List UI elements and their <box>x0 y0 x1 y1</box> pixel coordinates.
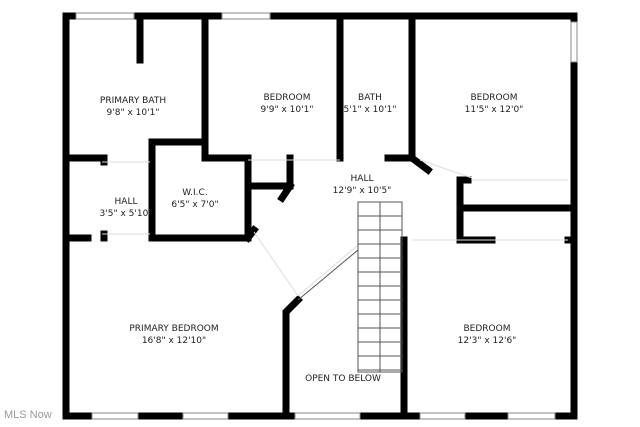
room-name: HALL <box>115 197 138 207</box>
room-size: 6'5" x 7'0" <box>171 200 218 210</box>
room-size: 12'3" x 12'6" <box>458 336 517 346</box>
openings <box>102 159 568 301</box>
room-name: BATH <box>358 93 382 103</box>
room-name: W.I.C. <box>182 188 207 198</box>
walls <box>62 12 578 420</box>
stair-rail <box>297 202 359 301</box>
room-name: BEDROOM <box>471 93 518 103</box>
bath-right-wall <box>384 12 416 162</box>
staircase[interactable] <box>357 201 403 373</box>
room-size: 3'5" x 5'10" <box>100 209 153 219</box>
room-size: 11'5" x 12'0" <box>465 105 524 115</box>
room-size: 16'8" x 12'10" <box>142 336 206 346</box>
primary-bedroom-right-wall <box>282 295 303 420</box>
window <box>75 12 135 20</box>
window <box>419 412 466 420</box>
window <box>91 412 139 420</box>
outer-wall <box>62 12 578 420</box>
room-name: BEDROOM <box>464 324 511 334</box>
window <box>221 12 271 20</box>
room-name: PRIMARY BEDROOM <box>129 324 218 334</box>
open-to-below-label: OPEN TO BELOW <box>305 374 381 384</box>
window <box>182 412 229 420</box>
window <box>507 412 556 420</box>
bedroom-angle <box>407 153 433 175</box>
room-size: 9'9" x 10'1" <box>261 105 314 115</box>
watermark: MLS Now <box>4 409 52 421</box>
hall-stubs <box>62 154 108 242</box>
room-size: 9'8" x 10'1" <box>107 108 160 118</box>
room-name: BEDROOM <box>264 93 311 103</box>
room-size: 12'9" x 10'5" <box>333 186 392 196</box>
wic-angle <box>243 225 259 243</box>
room-size: 5'1" x 10'1" <box>344 105 397 115</box>
window <box>294 412 361 420</box>
room-name: PRIMARY BATH <box>100 96 166 106</box>
window <box>570 21 578 63</box>
windows <box>75 12 578 420</box>
closet-wall <box>244 154 294 190</box>
room-name: HALL <box>351 174 374 184</box>
closet-angle <box>277 181 295 203</box>
